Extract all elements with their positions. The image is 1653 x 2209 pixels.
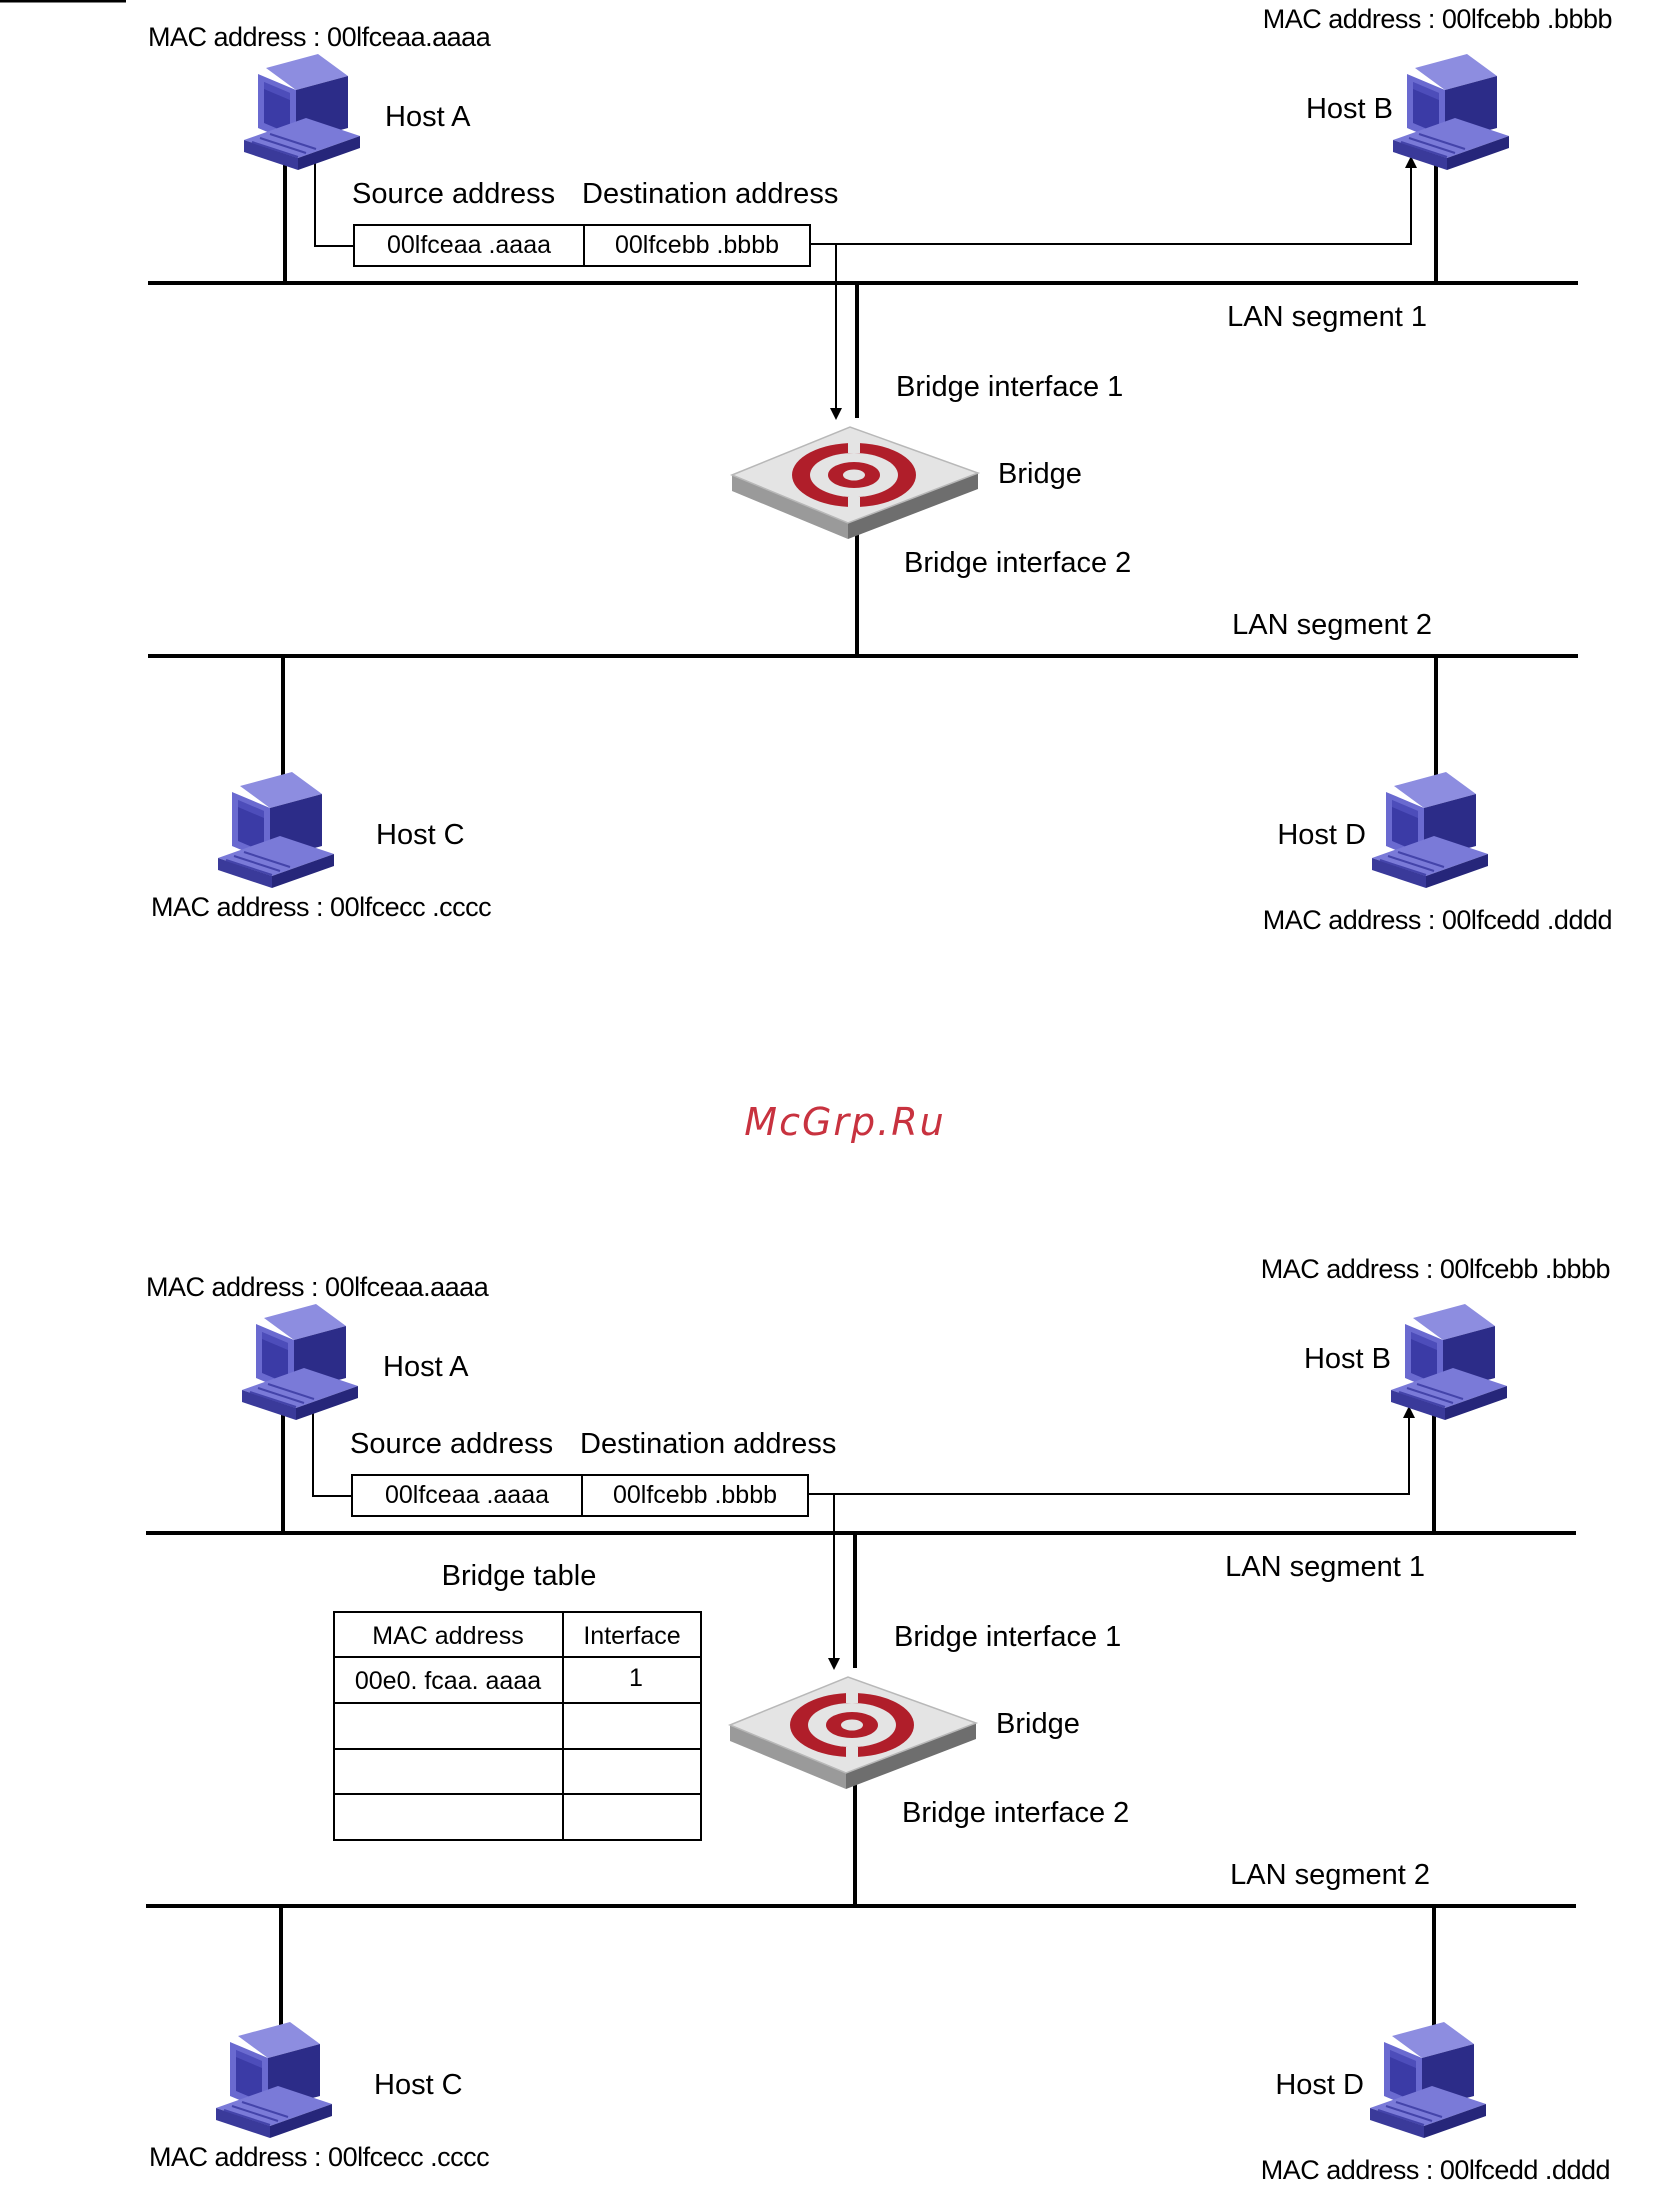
host-c-computer-icon <box>215 2021 333 2139</box>
frame-path-to-host-b <box>810 156 1417 245</box>
bridge-table-header-mac: MAC address <box>372 1622 523 1650</box>
source-address-label: Source address <box>350 1428 553 1460</box>
lan-segment-1-label: LAN segment 1 <box>1227 301 1427 333</box>
destination-address-label: Destination address <box>582 178 838 210</box>
host-c-label: Host C <box>376 819 465 851</box>
host-b-mac-address: MAC address : 00lfcebb .bbbb <box>1261 1254 1610 1284</box>
watermark: McGrp.Ru <box>744 1100 945 1144</box>
host-d-label: Host D <box>1275 2069 1364 2101</box>
bridge-table: MAC address Interface 00e0. fcaa. aaaa 1 <box>333 1611 702 1841</box>
frame-destination-value: 00lfcebb .bbbb <box>613 1481 777 1509</box>
lan-segment-2-label: LAN segment 2 <box>1232 609 1432 641</box>
diagram-1: 00lfceaa .aaaa 00lfcebb .bbbb Source add… <box>0 0 1613 935</box>
frame-path-to-host-b <box>808 1406 1415 1495</box>
host-c-label: Host C <box>374 2069 463 2101</box>
bridge-table-title: Bridge table <box>442 1560 597 1592</box>
bridge-icon <box>729 1676 977 1790</box>
host-b-label: Host B <box>1306 93 1393 125</box>
source-address-label: Source address <box>352 178 555 210</box>
host-c-mac-address: MAC address : 00lfcecc .cccc <box>151 892 491 922</box>
bridge-label: Bridge <box>996 1708 1080 1740</box>
host-d-mac-address: MAC address : 00lfcedd .dddd <box>1261 2155 1610 2185</box>
host-a-mac-address: MAC address : 00lfceaa.aaaa <box>148 22 492 52</box>
bridge-interface-2-label: Bridge interface 2 <box>902 1797 1129 1829</box>
host-a-mac-address: MAC address : 00lfceaa.aaaa <box>146 1272 490 1302</box>
frame-path-from-host-a <box>312 1410 352 1497</box>
host-c-computer-icon <box>217 771 335 889</box>
bridge-table-cell-interface: 1 <box>629 1664 643 1692</box>
host-a-label: Host A <box>385 101 471 133</box>
lan-segment-1-label: LAN segment 1 <box>1225 1551 1425 1583</box>
bridge-label: Bridge <box>998 458 1082 490</box>
frame-path-from-host-a <box>314 160 354 247</box>
frame-destination-value: 00lfcebb .bbbb <box>615 231 779 259</box>
lan-segment-2-label: LAN segment 2 <box>1230 1859 1430 1891</box>
host-b-computer-icon <box>1390 1303 1508 1421</box>
host-b-mac-address: MAC address : 00lfcebb .bbbb <box>1263 4 1612 34</box>
bridge-interface-1-label: Bridge interface 1 <box>894 1621 1121 1653</box>
host-a-label: Host A <box>383 1351 469 1383</box>
destination-address-label: Destination address <box>580 1428 836 1460</box>
diagram-2: 00lfceaa .aaaa 00lfcebb .bbbb Source add… <box>146 1254 1611 2185</box>
host-d-label: Host D <box>1277 819 1366 851</box>
frame-path-to-bridge <box>808 1493 840 1670</box>
host-b-label: Host B <box>1304 1343 1391 1375</box>
host-a-computer-icon <box>243 53 361 171</box>
host-d-computer-icon <box>1371 771 1489 889</box>
frame-source-value: 00lfceaa .aaaa <box>385 1481 549 1509</box>
host-c-mac-address: MAC address : 00lfcecc .cccc <box>149 2142 489 2172</box>
host-b-computer-icon <box>1392 53 1510 171</box>
bridge-icon <box>731 426 979 540</box>
bridge-interface-1-label: Bridge interface 1 <box>896 371 1123 403</box>
frame-source-value: 00lfceaa .aaaa <box>387 231 551 259</box>
frame-box: 00lfceaa .aaaa 00lfcebb .bbbb <box>353 224 811 267</box>
host-a-computer-icon <box>241 1303 359 1421</box>
host-d-computer-icon <box>1369 2021 1487 2139</box>
bridge-interface-2-label: Bridge interface 2 <box>904 547 1131 579</box>
host-d-mac-address: MAC address : 00lfcedd .dddd <box>1263 905 1612 935</box>
bridge-table-header-interface: Interface <box>583 1622 680 1650</box>
frame-box: 00lfceaa .aaaa 00lfcebb .bbbb <box>351 1474 809 1517</box>
frame-path-to-bridge <box>810 243 842 420</box>
bridge-table-cell-mac: 00e0. fcaa. aaaa <box>355 1667 541 1695</box>
